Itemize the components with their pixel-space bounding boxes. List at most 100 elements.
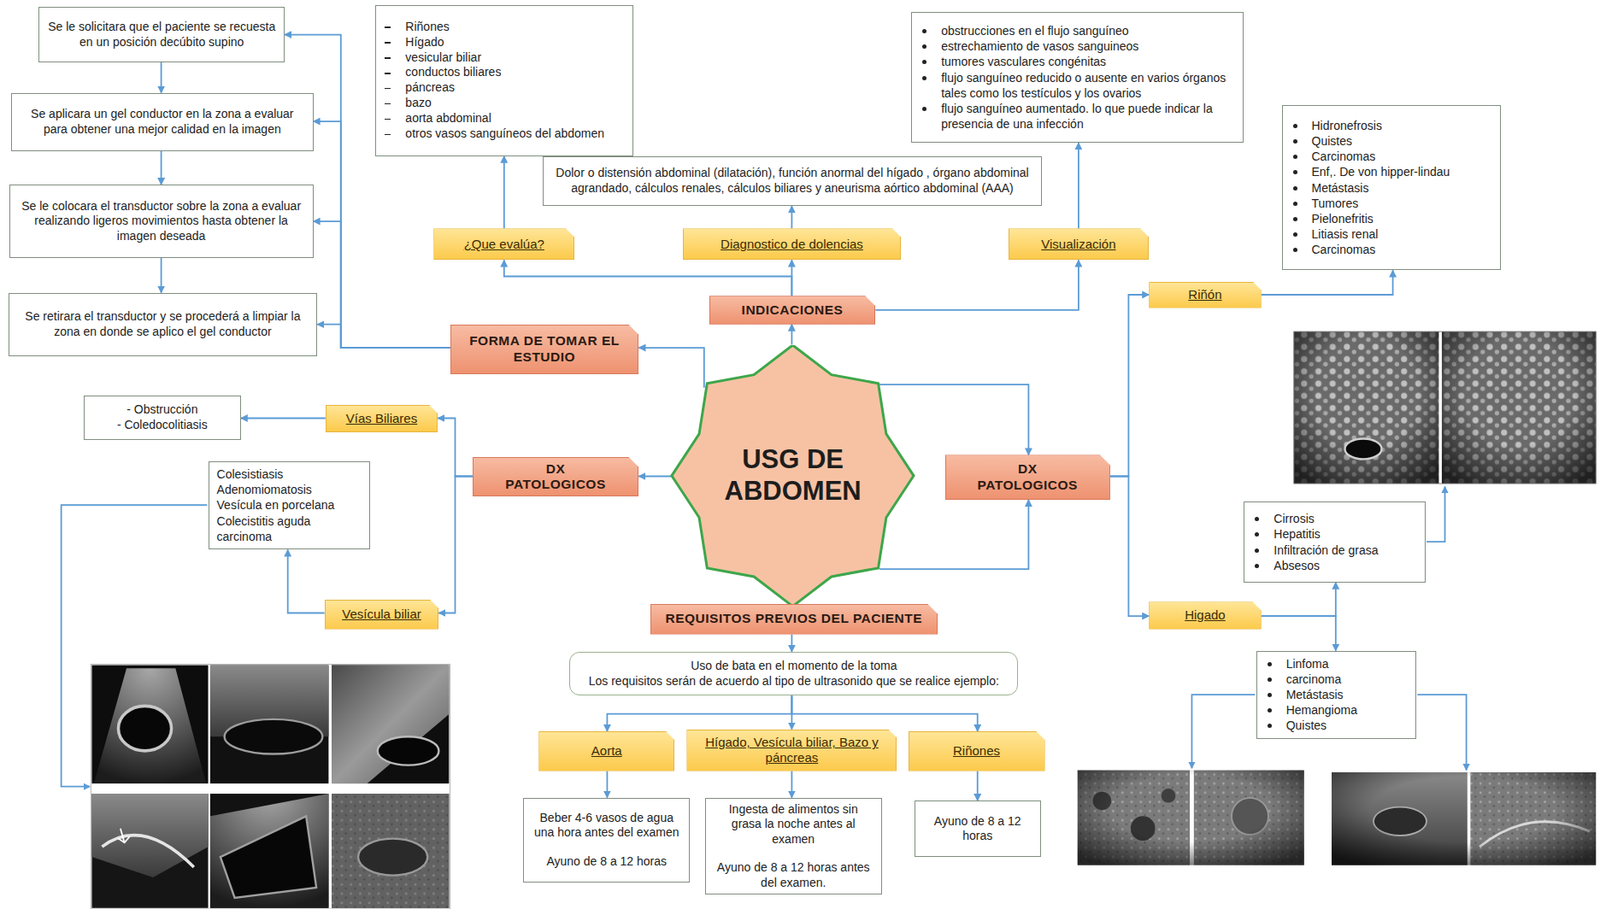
- connector-arrow: [606, 771, 609, 799]
- text-group: Hígado, Vesícula biliar, Bazo y páncreas: [694, 735, 889, 766]
- node-text: Diagnostico de dolencias: [690, 236, 894, 253]
- text-group: Se le colocara el transductor sobre la z…: [17, 199, 306, 245]
- category-tab: Riñón: [1148, 282, 1261, 309]
- note-box: Uso de bata en el momento de la tomaLos …: [569, 652, 1018, 696]
- node-text: Carcinomas: [1311, 241, 1493, 258]
- node-text: carcinoma: [1286, 671, 1407, 688]
- connector-arrow: [1077, 142, 1080, 229]
- node-text: estrechamiento de vasos sanguineos: [941, 38, 1235, 54]
- text-box: Ingesta de alimentos sin grasa la noche …: [705, 798, 883, 896]
- ultrasound-fan: [94, 668, 206, 784]
- text-box: Ayuno de 8 a 12 horas: [914, 800, 1042, 858]
- connector-arrow: [791, 771, 794, 799]
- liver-lesion-images: [1077, 770, 1596, 866]
- node-text: conductos biliares: [405, 64, 624, 81]
- star-shape: [671, 345, 914, 607]
- ultrasound-shade: [1331, 772, 1596, 866]
- node-text: Visualización: [1016, 236, 1142, 253]
- node-text: Tumores: [1311, 195, 1493, 212]
- node-text: Riñón: [1156, 287, 1253, 303]
- connector-arrow: [1110, 294, 1149, 477]
- gallbladder-shape: [117, 705, 171, 752]
- text-group: Se aplicara un gel conductor en la zona …: [18, 106, 306, 137]
- node-text: REQUISITOS PREVIOS DEL PACIENTE: [658, 611, 931, 628]
- connector-arrow: [791, 695, 977, 732]
- node-text: Hidronefrosis: [1311, 117, 1493, 134]
- text-group: Visualización: [1016, 236, 1142, 253]
- node-text: Pielonefritis: [1311, 211, 1493, 227]
- central-star: USG DE ABDOMEN: [669, 345, 917, 607]
- node-text: Ayuno de 8 a 12 horas: [922, 814, 1034, 845]
- ultrasound-panel: [91, 665, 208, 785]
- ultrasound-shade: [1294, 331, 1440, 484]
- connector-arrow: [503, 156, 506, 230]
- section-header: REQUISITOS PREVIOS DEL PACIENTE: [650, 604, 939, 636]
- connector-arrow: [504, 259, 793, 296]
- section-header: DX PATOLOGICOS: [945, 454, 1111, 500]
- ultrasound-texture: [331, 665, 449, 785]
- node-text: - Coledocolitiasis: [91, 417, 234, 434]
- section-header: INDICACIONES: [709, 295, 877, 324]
- text-group: ColesistiasisAdenomiomatosisVesícula en …: [217, 466, 363, 545]
- node-text: Se retirara el transductor y se proceder…: [16, 309, 311, 340]
- node-text: Cirrosis: [1273, 511, 1417, 527]
- node-text: flujo sanguíneo reducido o ausente en va…: [941, 70, 1235, 101]
- echo-line: [101, 835, 194, 868]
- node-text: carcinoma: [217, 529, 363, 545]
- node-text: Adenomiomatosis: [217, 482, 363, 498]
- text-group: USG DE ABDOMEN: [716, 443, 871, 507]
- connector-arrow: [1261, 616, 1336, 652]
- text-box: Se aplicara un gel conductor en la zona …: [11, 93, 313, 152]
- connector-arrow: [288, 550, 325, 614]
- leader-arrow: [61, 505, 208, 788]
- node-text: Hígado: [405, 35, 624, 51]
- category-tab: Diagnostico de dolencias: [682, 228, 901, 260]
- text-group: Aorta: [546, 743, 667, 759]
- gallbladder-shape: [377, 736, 440, 765]
- bullet-list-box: CirrosisHepatitisInfiltración de grasaAb…: [1243, 501, 1426, 583]
- node-text: Colecistitis aguda: [217, 513, 363, 530]
- connector-arrow: [160, 151, 163, 185]
- connector-arrow: [241, 417, 326, 420]
- ultrasound-shade: [1441, 331, 1596, 484]
- node-text: Riñones: [405, 19, 624, 36]
- connector-arrow: [438, 476, 473, 614]
- node-text: FORMA DE TOMAR EL ESTUDIO: [458, 333, 632, 365]
- node-text: Se le solicitara que el paciente se recu…: [46, 19, 277, 50]
- text-box: Dolor o distensión abdominal (dilatación…: [542, 156, 1042, 207]
- node-text: vesicular biliar: [405, 50, 624, 66]
- text-box: Se retirara el transductor y se proceder…: [8, 293, 318, 357]
- node-text: DX PATOLOGICOS: [499, 461, 613, 494]
- category-tab: Vías Biliares: [325, 405, 438, 433]
- text-group: Vías Biliares: [333, 411, 430, 427]
- connector-arrow: [791, 205, 794, 229]
- text-box: Se le solicitara que el paciente se recu…: [38, 6, 285, 62]
- text-group: Diagnostico de dolencias: [690, 236, 894, 253]
- connector-arrow: [437, 418, 473, 477]
- bullet-list-box: HidronefrosisQuistesCarcinomasEnf,. De v…: [1282, 105, 1502, 271]
- text-group: DX PATOLOGICOS: [971, 461, 1084, 494]
- ultrasound-panel: [210, 665, 329, 785]
- text-group: Ingesta de alimentos sin grasa la noche …: [712, 802, 875, 892]
- text-group: Higado: [1156, 607, 1253, 624]
- connector-arrow: [606, 695, 792, 732]
- connector-arrow: [317, 324, 450, 348]
- node-text: Vesícula en porcelana: [217, 497, 363, 513]
- node-text: DX PATOLOGICOS: [971, 461, 1084, 494]
- ultrasound-texture: [91, 794, 208, 878]
- text-group: Vesícula biliar: [332, 606, 432, 623]
- node-text: otros vasos sanguíneos del abdomen: [405, 126, 624, 142]
- ultrasound-panel: [1441, 331, 1596, 484]
- ultrasound-panel: [331, 794, 449, 909]
- text-group: obstrucciones en el flujo sanguíneoestre…: [941, 23, 1235, 132]
- node-text: Enf,. De von hipper-lindau: [1311, 164, 1493, 180]
- gallbladder-shape: [358, 839, 428, 877]
- text-group: ¿Que evalúa?: [441, 236, 567, 253]
- image-frame: [1294, 331, 1596, 484]
- node-text: Los requisitos serán de acuerdo al tipo …: [578, 674, 1009, 690]
- section-header: FORMA DE TOMAR EL ESTUDIO: [450, 324, 640, 376]
- node-text: Metástasis: [1286, 687, 1407, 703]
- node-text: ¿Que evalúa?: [441, 236, 567, 253]
- gallbladder-shape: [220, 816, 317, 899]
- ultrasound-panel: [331, 665, 449, 785]
